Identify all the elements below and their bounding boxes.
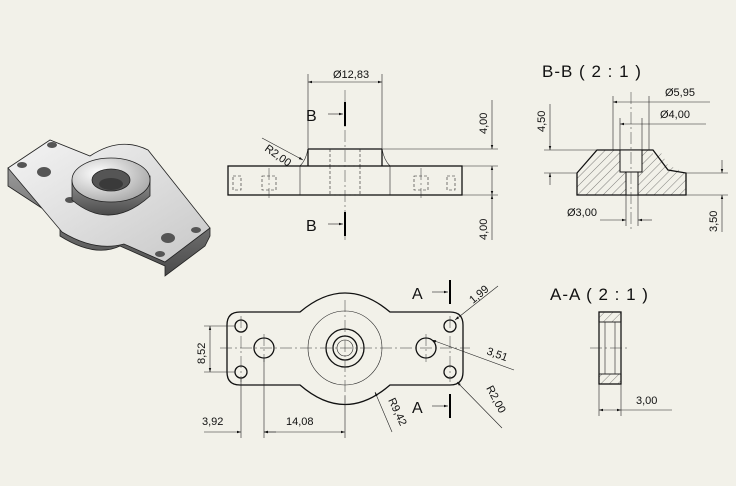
front-section-letter-bottom: B [306,218,317,235]
top-view: 8,52 3,92 14,08 R9,42 R2,00 1,99 3,51 A … [196,280,515,438]
section-aa-view: A-A ( 2 : 1 ) 3,00 [550,285,672,416]
front-height-bottom-label: 4,00 [478,219,490,240]
aa-width-label: 3,00 [636,395,657,407]
front-diameter-label: Ø12,83 [333,69,369,81]
front-view: Ø12,83 R2,00 4,00 4,00 B B [227,69,498,240]
bb-height-label: 4,50 [536,111,548,132]
front-height-top-label: 4,00 [478,113,490,134]
top-section-letter-bottom: A [412,400,423,417]
top-section-letter-top: A [412,286,423,303]
section-bb-title: B-B ( 2 : 1 ) [542,62,642,81]
top-big-radius-label: R9,42 [385,396,408,428]
section-aa-title: A-A ( 2 : 1 ) [550,285,649,304]
top-corner-radius-label: R2,00 [483,384,507,416]
bb-dia-outer-label: Ø5,95 [665,87,695,99]
top-hole-label-large: 3,51 [485,346,509,365]
top-pitch-label: 14,08 [286,416,314,428]
top-width-label: 8,52 [196,343,208,364]
isometric-view [7,139,211,277]
top-hole-label-small: 1,99 [467,283,491,306]
front-section-letter-top: B [306,108,317,125]
top-offset-label: 3,92 [202,416,223,428]
bb-right-height-label: 3,50 [708,211,720,232]
section-bb-view: B-B ( 2 : 1 ) Ø5,95 Ø4,00 4,50 Ø3,00 [536,62,728,232]
bb-dia-inner-label: Ø4,00 [660,109,690,121]
bb-dia-bottom-label: Ø3,00 [567,207,597,219]
